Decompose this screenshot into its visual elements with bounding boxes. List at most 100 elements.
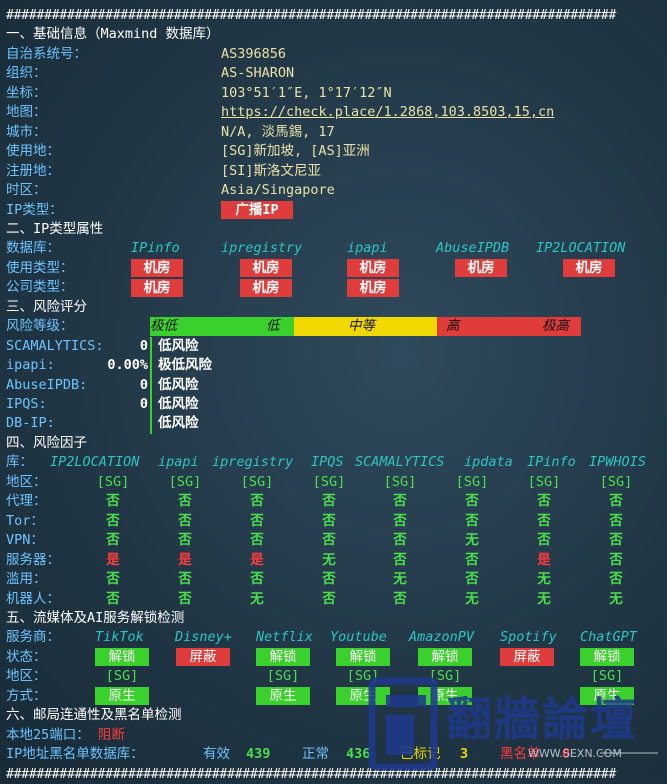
service-name: ChatGPT (580, 629, 637, 646)
svg-text:翻牆論壇: 翻牆論壇 (446, 692, 638, 746)
risk-score: 0 (139, 396, 148, 412)
s1-value: N/A, 淡馬錫, 17 (221, 123, 335, 140)
risk-factor-cell: 否 (465, 571, 479, 588)
blacklist-label: IP地址黑名单数据库： (6, 746, 144, 763)
method-tag: 原生 (95, 687, 149, 706)
map-link[interactable]: https://check.place/1.2868,103.8503,15,c… (221, 104, 555, 121)
usage-label: 使用类型： (6, 259, 74, 276)
port25-label: 本地25端口： (6, 726, 90, 743)
ip-type-badge: 广播IP (221, 201, 293, 219)
risk-factor-cell: [SG] (240, 473, 274, 490)
risk-db-name: ipregistry (212, 454, 294, 471)
risk-factor-cell: [SG] (599, 473, 633, 490)
marked-count: 3 (460, 746, 469, 763)
risk-factor-cell: 无 (465, 532, 479, 549)
section1-title: 一、基础信息（Maxmind 数据库） (6, 26, 220, 43)
risk-factor-cell: 否 (393, 551, 407, 568)
s1-label: 使用地： (6, 143, 60, 160)
risk-factor-cell: 是 (106, 551, 120, 568)
service-name: Spotify (500, 629, 557, 646)
risk-factor-label: Tor： (6, 512, 44, 529)
risk-factor-cell: 否 (393, 512, 407, 529)
unlock-status-tag: 解锁 (336, 648, 390, 667)
risk-score: 0 (139, 337, 148, 354)
risk-factor-cell: 否 (106, 493, 120, 510)
risk-db-name: SCAMALYTICS (355, 454, 445, 471)
risk-factor-cell: [SG] (168, 473, 202, 490)
risk-factor-cell: 否 (178, 512, 192, 529)
section5-title: 五、流媒体及AI服务解锁检测 (6, 609, 185, 626)
blacklist-label-red: 黑名单 (500, 746, 541, 763)
risk-factor-cell: [SG] (455, 473, 489, 490)
risk-factor-cell: 否 (465, 551, 479, 568)
risk-factor-cell: 否 (250, 512, 264, 529)
db-name: IP2LOCATION (536, 240, 626, 257)
risk-source-label: IPQS: (6, 396, 47, 412)
company-tag: 机房 (131, 278, 183, 297)
db-name: AbuseIPDB (436, 240, 510, 257)
risk-level-text: 极低风险 (158, 357, 212, 374)
risk-factor-cell: 无 (465, 590, 479, 607)
company-tag: 机房 (240, 278, 292, 297)
risk-factor-label: 地区： (6, 473, 47, 490)
risk-factor-cell: 是 (250, 551, 264, 568)
section3-title: 三、风险评分 (6, 298, 87, 315)
usage-tag: 机房 (347, 259, 399, 278)
usage-tag: 机房 (455, 259, 507, 278)
risk-factor-cell: 是 (178, 551, 192, 568)
risk-factor-cell: [SG] (383, 473, 417, 490)
usage-tag: 机房 (563, 259, 615, 278)
risk-factor-label: 机器人： (6, 590, 60, 607)
method-tag: 原生 (580, 687, 634, 706)
risk-source-label: ipapi: (6, 357, 55, 374)
risk-score: 0 (139, 376, 148, 393)
risk-level-text: 低风险 (158, 337, 199, 354)
risk-scale-segment (150, 317, 294, 337)
valid-label: 有效 (203, 746, 230, 763)
normal-label: 正常 (302, 746, 329, 763)
risk-factor-cell: 否 (393, 532, 407, 549)
risk-factor-label: VPN： (6, 532, 44, 549)
port25-value: 阻断 (98, 726, 125, 743)
separator-bottom: ########################################… (6, 766, 617, 782)
risk-factor-cell: 否 (465, 493, 479, 510)
valid-count: 439 (246, 746, 271, 763)
risk-db-name: IPWHOIS (589, 454, 646, 471)
risk-factor-cell: 否 (322, 532, 336, 549)
risk-source-label: AbuseIPDB: (6, 376, 88, 393)
risk-factor-cell: 否 (537, 493, 551, 510)
normal-count: 436 (346, 746, 371, 763)
risk-factor-cell: 否 (537, 532, 551, 549)
risk-factor-cell: [SG] (312, 473, 346, 490)
risk-factor-cell: 否 (106, 532, 120, 549)
lib-label: 库： (6, 454, 33, 471)
risk-score: 0.00% (107, 357, 148, 374)
service-name: TikTok (95, 629, 144, 646)
risk-db-name: IPinfo (527, 454, 576, 471)
s1-value: 103°51′1″E, 1°17′12″N (221, 84, 392, 101)
s1-label: 时区： (6, 182, 47, 199)
risk-level-label: 风险等级： (6, 318, 74, 335)
risk-bar (150, 336, 152, 434)
risk-factor-cell: 无 (537, 571, 551, 588)
s1-label: 城市： (6, 123, 47, 140)
s1-value: AS396856 (221, 45, 287, 62)
risk-factor-cell: 否 (465, 512, 479, 529)
risk-factor-cell: 否 (322, 512, 336, 529)
service-name: Youtube (330, 629, 387, 646)
s1-label: 组织： (6, 65, 47, 82)
risk-factor-cell: [SG] (96, 473, 130, 490)
unlock-status-tag: 解锁 (418, 648, 472, 667)
service-label: 服务商： (6, 629, 60, 646)
risk-factor-cell: 无 (250, 590, 264, 607)
usage-tag: 机房 (240, 259, 292, 278)
region-cell: [SG] (266, 668, 300, 685)
svg-text:WWW.SEXN.COM: WWW.SEXN.COM (528, 747, 622, 760)
risk-factor-cell: 否 (322, 493, 336, 510)
risk-factor-cell: 否 (178, 571, 192, 588)
risk-factor-cell: 否 (609, 551, 623, 568)
section4-title: 四、风险因子 (6, 434, 87, 451)
risk-scale-segment (437, 317, 581, 337)
unlock-status-tag: 解锁 (580, 648, 634, 667)
risk-factor-cell: 否 (178, 532, 192, 549)
